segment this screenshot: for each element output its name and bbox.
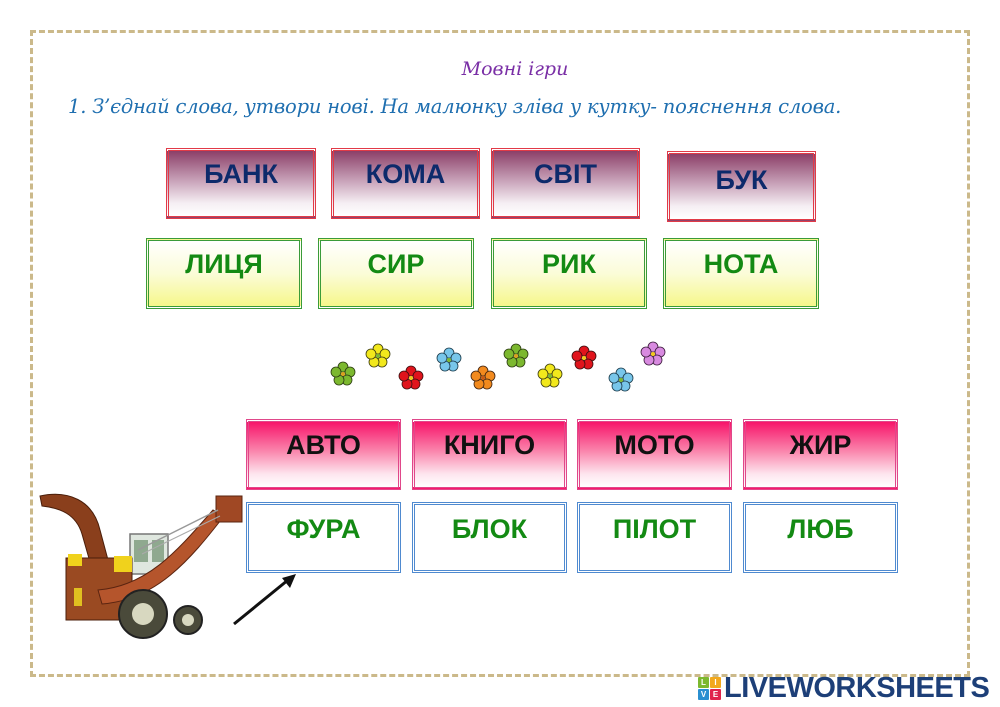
worksheet-dashed-frame [30, 30, 970, 677]
flower-icon [608, 367, 634, 392]
word-label: СИР [367, 249, 425, 279]
live-badge-icon: L I V E [698, 676, 721, 700]
word-box-buk[interactable]: БУК [667, 151, 816, 222]
word-box-avto[interactable]: АВТО [246, 419, 401, 490]
arrow-icon [233, 574, 296, 626]
flower-icon [537, 363, 563, 388]
word-label: СВІТ [534, 159, 597, 189]
logo-wordmark: LIVEWORKSHEETS [724, 672, 990, 704]
word-label: ПІЛОТ [612, 514, 697, 544]
word-box-koma[interactable]: КОМА [331, 148, 480, 219]
word-box-ryk[interactable]: РИК [491, 238, 647, 309]
worksheet-title: Мовні ігри [461, 58, 569, 80]
word-box-svit[interactable]: СВІТ [491, 148, 640, 219]
word-label: ЛЮБ [787, 514, 854, 544]
word-box-bank[interactable]: БАНК [166, 148, 316, 219]
flower-icon [571, 345, 597, 370]
flower-icon [640, 341, 666, 366]
word-box-moto[interactable]: МОТО [577, 419, 732, 490]
word-label: БЛОК [451, 514, 528, 544]
word-label: ФУРА [286, 514, 361, 544]
flower-icon [436, 347, 462, 372]
word-box-blok[interactable]: БЛОК [412, 502, 567, 573]
flower-icon [398, 365, 424, 390]
word-box-nota[interactable]: НОТА [663, 238, 819, 309]
word-label: КНИГО [443, 430, 536, 460]
word-label: БУК [715, 165, 768, 195]
word-box-knyho[interactable]: КНИГО [412, 419, 567, 490]
flower-icon [330, 361, 356, 386]
word-label: РИК [542, 249, 596, 279]
liveworksheets-logo: L I V E LIVEWORKSHEETS [698, 672, 990, 704]
word-box-liub[interactable]: ЛЮБ [743, 502, 898, 573]
forage-harvester-icon [39, 493, 243, 639]
flowers-decoration [325, 335, 685, 405]
word-label: БАНК [204, 159, 278, 189]
word-box-fura[interactable]: ФУРА [246, 502, 401, 573]
word-label: НОТА [703, 249, 779, 279]
word-label: МОТО [614, 430, 695, 460]
task-instruction: 1. З’єднай слова, утвори нові. На малюнк… [68, 95, 842, 118]
word-box-zhyr[interactable]: ЖИР [743, 419, 898, 490]
word-label: ЛИЦЯ [185, 249, 263, 279]
flower-icon [365, 343, 391, 368]
word-label: АВТО [286, 430, 361, 460]
word-box-lytsia[interactable]: ЛИЦЯ [146, 238, 302, 309]
flower-icon [470, 365, 496, 390]
word-box-syr[interactable]: СИР [318, 238, 474, 309]
flower-icon [503, 343, 529, 368]
word-label: ЖИР [789, 430, 852, 460]
word-label: КОМА [365, 159, 446, 189]
word-box-pilot[interactable]: ПІЛОТ [577, 502, 732, 573]
